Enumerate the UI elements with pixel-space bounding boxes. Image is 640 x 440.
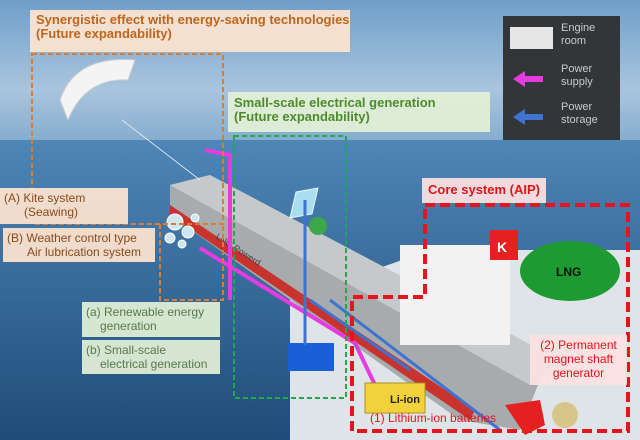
green-dashed-box: [233, 135, 347, 399]
small-generator-box: [288, 343, 334, 371]
kite-line: [121, 119, 201, 181]
synergy-title-line2: (Future expandability): [36, 26, 172, 41]
kite: [59, 59, 136, 122]
power-supply-line: [198, 148, 377, 386]
ship-hull: [170, 175, 540, 430]
renewable-energy-label: (a) Renewable energy generation: [82, 302, 220, 337]
small-scale-title-line1: Small-scale electrical generation: [234, 95, 436, 110]
core-system-title: Core system (AIP): [422, 178, 546, 203]
small-scale-title-line2: (Future expandability): [234, 109, 370, 124]
synergy-title-line1: Synergistic effect with energy-saving te…: [36, 12, 350, 27]
orange-dashed-extension: [159, 224, 224, 301]
power-supply-arrow-icon: [513, 71, 543, 87]
power-storage-arrow-icon: [513, 109, 543, 125]
kite-label-line1: (A) Kite system: [4, 191, 86, 205]
air-bubbles: [164, 213, 200, 249]
pmsg-label: (2) Permanent magnet shaft generator: [530, 335, 627, 385]
small-scale-title: Small-scale electrical generation (Futur…: [228, 92, 490, 132]
kite-system-label: (A) Kite system (Seawing): [0, 188, 128, 224]
batteries-label: (1) Lithium-ion batteries: [370, 411, 497, 425]
lng-tank: [520, 241, 620, 301]
small-generation-label: (b) Small-scale electrical generation: [82, 340, 220, 374]
pmsg-line1: (2) Permanent: [540, 338, 617, 352]
synergy-title: Synergistic effect with energy-saving te…: [30, 10, 350, 52]
engine-room-swatch: [510, 27, 553, 49]
power-storage-line: [303, 200, 501, 432]
shaft-generator: [505, 400, 545, 435]
small-gen-line2: electrical generation: [100, 357, 208, 371]
lng-tank-label: LNG: [556, 265, 581, 279]
air-lub-line2: Air lubrication system: [27, 245, 142, 259]
pmsg-line3: generator: [552, 366, 605, 380]
renewable-line2: generation: [100, 319, 157, 333]
funnel: [490, 230, 518, 260]
li-ion-label: Li-ion: [390, 394, 420, 406]
red-dashed-box: [350, 203, 630, 433]
air-lubrication-label: (B) Weather control type Air lubrication…: [3, 228, 155, 262]
renewable-line1: (a) Renewable energy: [86, 305, 205, 319]
helipad: [309, 217, 327, 235]
kite-label-line2: (Seawing): [24, 205, 79, 219]
orange-dashed-box: [31, 53, 224, 225]
hull-red-stripe: [170, 205, 475, 420]
funnel-letter: K: [497, 239, 507, 255]
small-gen-line1: (b) Small-scale: [86, 343, 167, 357]
air-lub-line1: (B) Weather control type: [7, 231, 137, 245]
li-ion-battery: [364, 382, 426, 414]
propeller: [552, 402, 578, 428]
pmsg-line2: magnet shaft: [543, 352, 614, 366]
